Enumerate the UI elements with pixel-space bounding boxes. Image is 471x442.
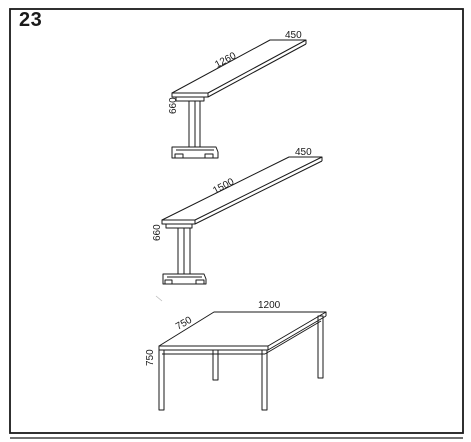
figure-border	[9, 8, 464, 434]
bench-short-foot-pad-left	[174, 153, 184, 159]
table-top-edge	[158, 345, 269, 351]
table-apron-side	[264, 320, 322, 355]
bench-long-length-label: 1500	[211, 176, 236, 196]
bench-long-height-label: 660	[152, 224, 163, 241]
bench-long-foot-pad-left	[164, 279, 173, 285]
table-depth-label: 750	[174, 315, 194, 333]
bench-long-depth-label: 450	[295, 147, 312, 158]
bench-short-height-label: 660	[168, 97, 179, 114]
bench-long-top-edge-side	[194, 160, 323, 225]
bench-long-foot-pad-right	[195, 279, 205, 285]
scan-speck	[155, 295, 163, 302]
bench-long-drawing	[161, 156, 323, 285]
bench-short-drawing	[171, 39, 307, 159]
bench-short-foot-pad-right	[204, 153, 214, 159]
bench-short-foot	[171, 146, 219, 159]
bench-short-depth-label: 450	[285, 30, 302, 41]
table-leg-back-left	[212, 349, 219, 381]
bench-short-length-label: 1260	[213, 50, 238, 70]
bench-long-top	[161, 156, 323, 221]
table-four-leg-drawing	[158, 311, 327, 411]
figure-number: 23	[19, 9, 43, 31]
bench-short-top-edge	[171, 92, 209, 98]
table-leg-front-right	[261, 349, 268, 411]
table-top-edge-side	[267, 315, 327, 351]
table-length-label: 1200	[258, 300, 281, 311]
table-leg-back-right	[317, 315, 324, 379]
bench-long-apron	[165, 223, 193, 229]
bench-long-top-edge	[161, 219, 196, 225]
bench-long-foot	[162, 273, 207, 285]
bench-short-apron	[175, 96, 205, 102]
bench-short-top-edge-side	[207, 43, 307, 98]
bench-short-top	[171, 39, 307, 94]
table-leg-front-left	[158, 349, 165, 411]
table-height-label: 750	[145, 349, 156, 366]
